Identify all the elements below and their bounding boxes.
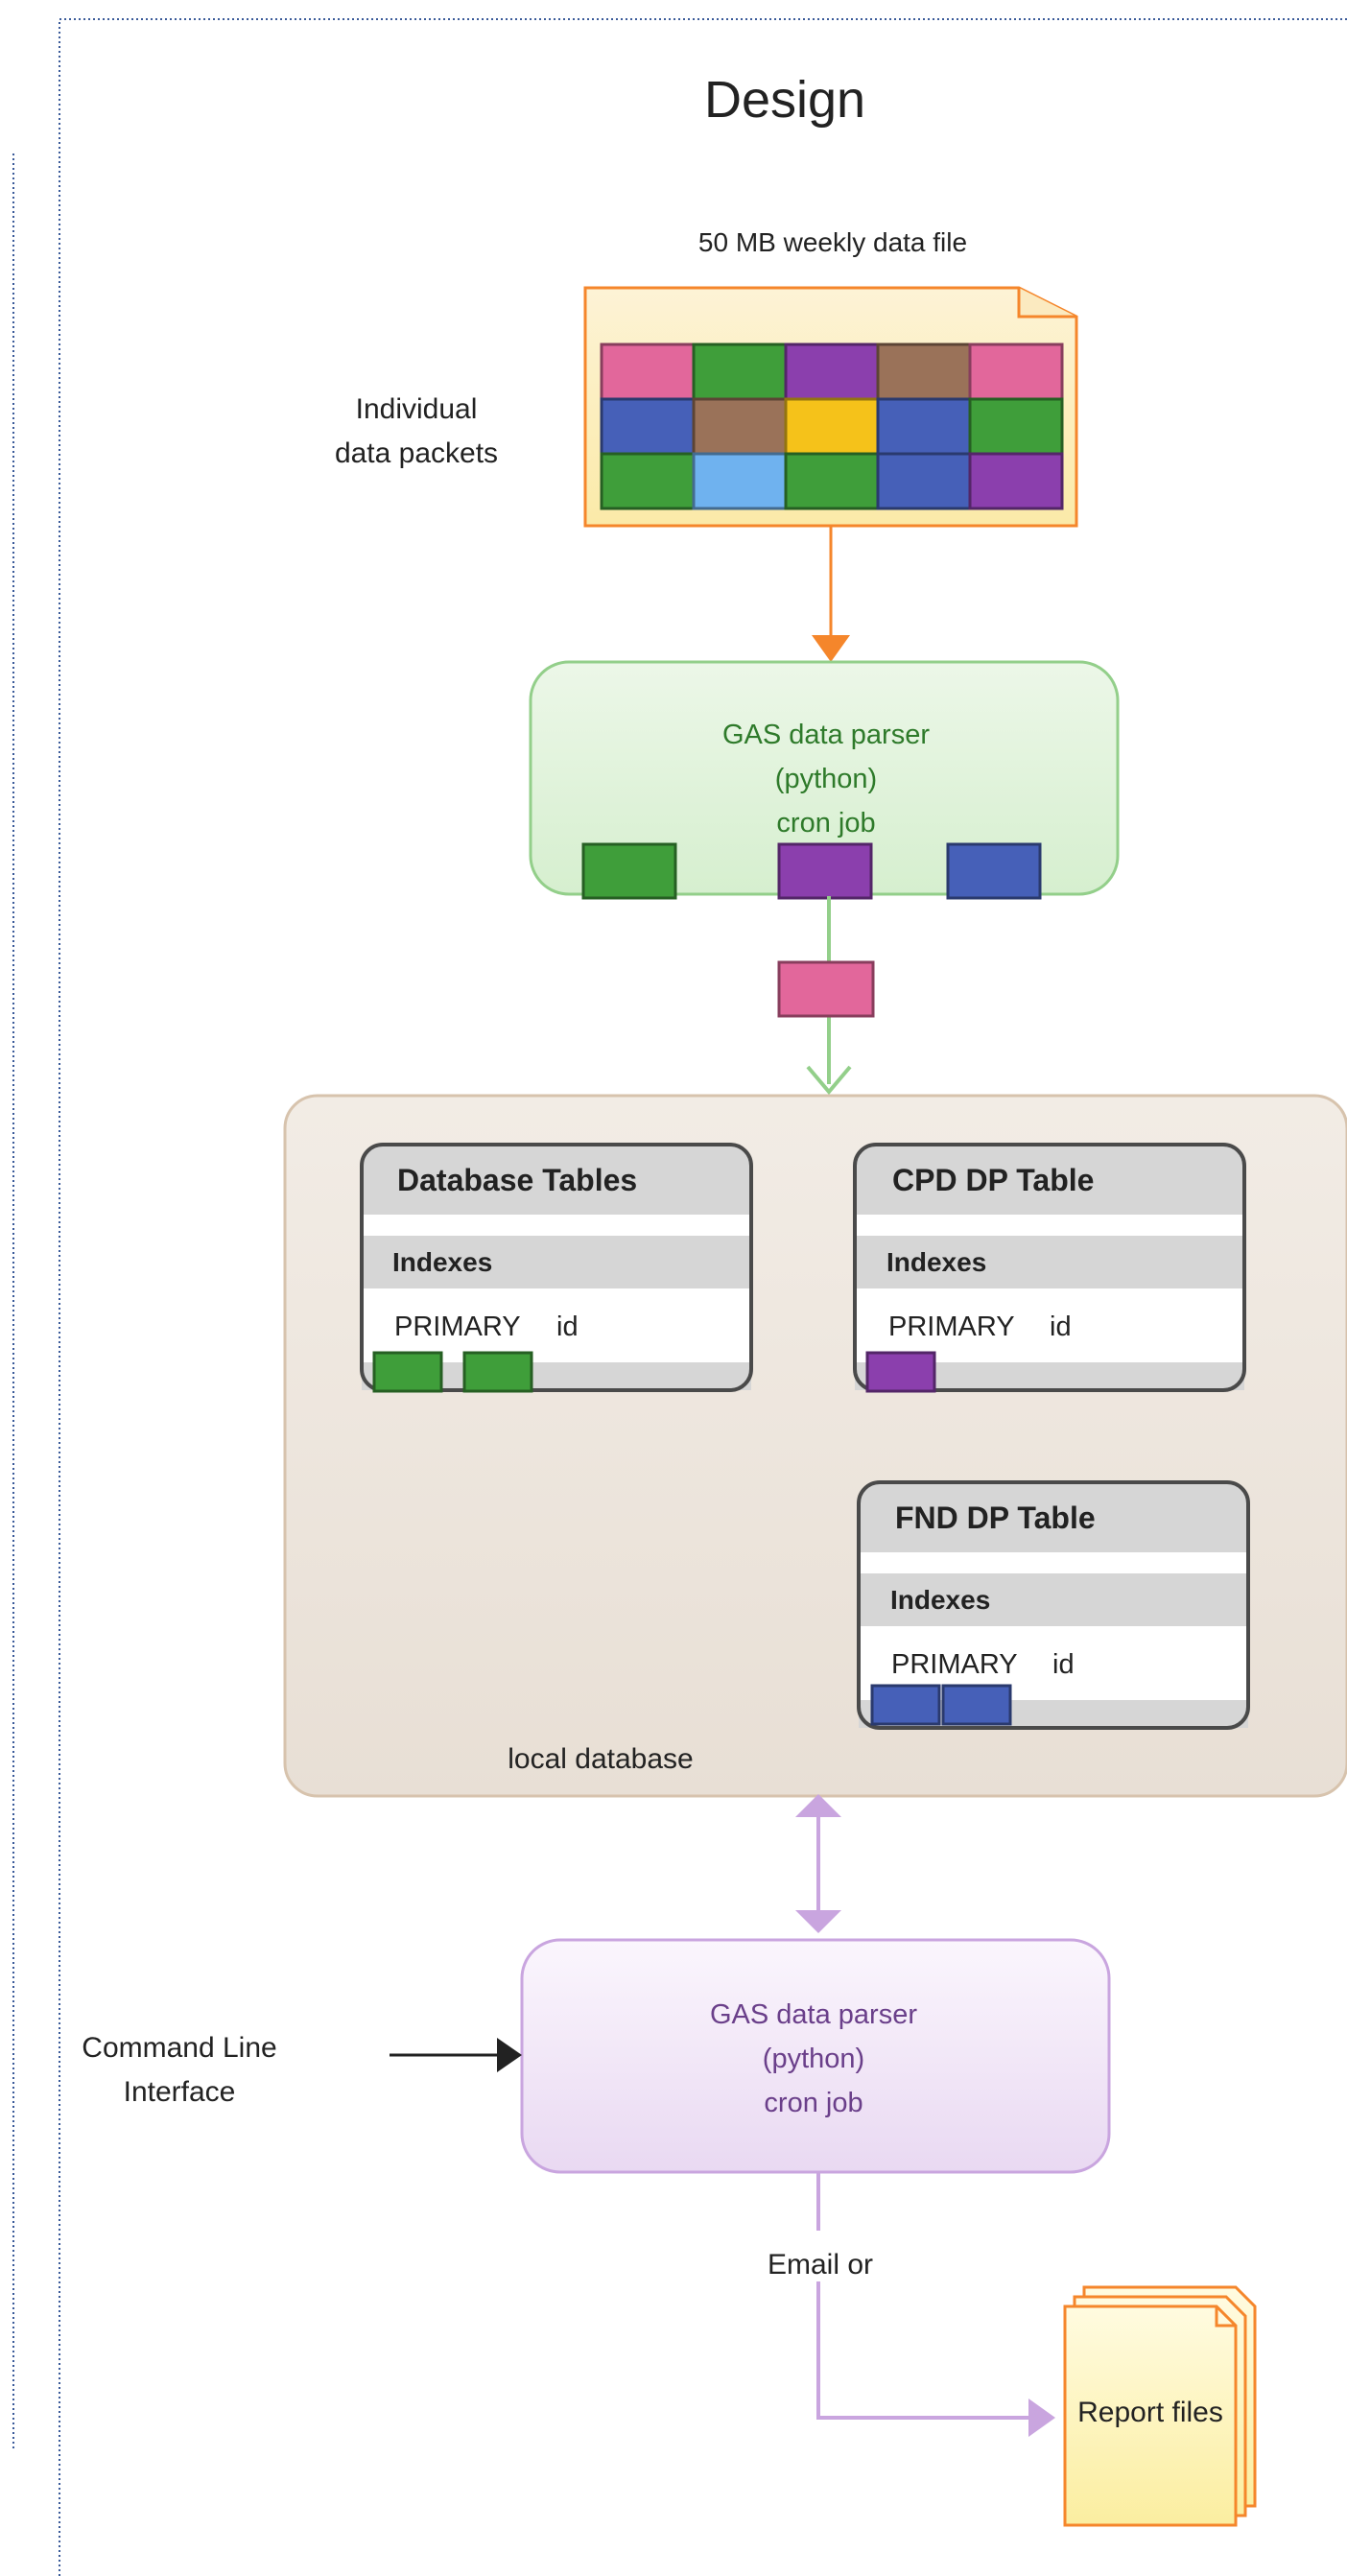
- table-1-title: Database Tables: [397, 1163, 637, 1197]
- report-files-stack: [1063, 2285, 1257, 2527]
- packets-label-line2: data packets: [335, 437, 498, 469]
- parser-packet: [581, 842, 677, 900]
- arrow-database-parser-bidirectional: [795, 1794, 841, 1933]
- table-1-packets: [372, 1351, 533, 1393]
- table-cpd-dp: CPD DP Table Indexes PRIMARY id: [853, 1143, 1246, 1393]
- parser-bottom-line3: cron job: [764, 2088, 863, 2118]
- table-3-row-key: PRIMARY: [891, 1649, 1018, 1680]
- arrow-file-to-parser: [812, 526, 850, 662]
- table-3-section: Indexes: [890, 1585, 990, 1615]
- parser-top-line3: cron job: [776, 808, 875, 839]
- table-packet: [941, 1684, 1012, 1726]
- data-packet: [692, 397, 788, 456]
- data-packet: [968, 397, 1064, 456]
- page-title: Design: [704, 71, 865, 129]
- outgoing-packet: [777, 960, 875, 1018]
- packets-label-line1: Individual: [356, 393, 478, 425]
- table-2-section: Indexes: [886, 1247, 986, 1277]
- parser-packet: [946, 842, 1042, 900]
- data-packet: [600, 397, 696, 456]
- arrow-cli-to-parser: [390, 2038, 522, 2072]
- parser-packet: [777, 842, 873, 900]
- parser-packets: [581, 842, 1042, 900]
- data-packet: [692, 343, 788, 401]
- parser-top-line1: GAS data parser: [722, 720, 930, 750]
- data-packet: [876, 343, 972, 401]
- table-2-row-value: id: [1050, 1312, 1072, 1342]
- data-packet: [692, 452, 788, 510]
- table-fnd-dp: FND DP Table Indexes PRIMARY id: [857, 1480, 1250, 1730]
- data-packet: [968, 343, 1064, 401]
- table-2-row-key: PRIMARY: [888, 1312, 1015, 1342]
- table-packet: [865, 1351, 936, 1393]
- data-packet: [600, 452, 696, 510]
- table-2-title: CPD DP Table: [892, 1163, 1094, 1197]
- parser-bottom-box: [520, 1938, 1111, 2174]
- data-packet: [876, 397, 972, 456]
- parser-top-line2: (python): [775, 764, 877, 794]
- data-packet: [784, 343, 880, 401]
- table-database-tables: Database Tables Indexes PRIMARY id: [360, 1143, 753, 1393]
- main-frame-border: [59, 18, 1347, 2576]
- table-3-row-value: id: [1052, 1649, 1075, 1680]
- cli-label-line2: Interface: [124, 2076, 236, 2108]
- data-packet: [600, 343, 696, 401]
- table-3-title: FND DP Table: [895, 1501, 1096, 1535]
- table-3-packets: [870, 1684, 1012, 1726]
- table-1-row-value: id: [556, 1312, 579, 1342]
- data-packet: [784, 397, 880, 456]
- cli-label-line1: Command Line: [82, 2032, 276, 2064]
- table-1-row-key: PRIMARY: [394, 1312, 521, 1342]
- parser-bottom-line2: (python): [763, 2044, 864, 2074]
- report-files-label: Report files: [1077, 2397, 1223, 2428]
- parser-bottom-line1: GAS data parser: [710, 1999, 917, 2030]
- data-packet-grid: [600, 343, 1064, 510]
- local-database-label: local database: [508, 1743, 693, 1775]
- email-label: Email or: [768, 2249, 873, 2281]
- table-2-packets: [865, 1351, 936, 1393]
- arrow-parser-to-reports: [816, 2172, 1055, 2437]
- table-packet: [870, 1684, 941, 1726]
- table-packet: [462, 1351, 533, 1393]
- data-packet: [968, 452, 1064, 510]
- data-packet: [876, 452, 972, 510]
- table-packet: [372, 1351, 443, 1393]
- data-packet: [784, 452, 880, 510]
- table-1-section: Indexes: [392, 1247, 492, 1277]
- data-file-label: 50 MB weekly data file: [698, 227, 967, 257]
